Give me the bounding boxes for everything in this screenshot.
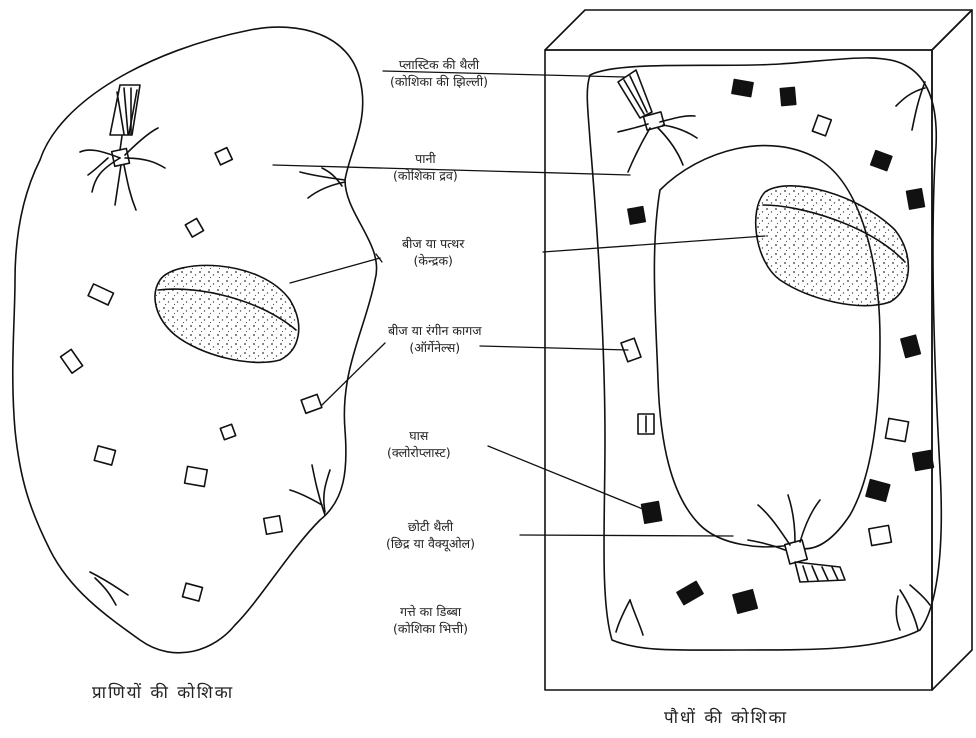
caption-plant-cell: पौधों की कोशिका [664, 705, 788, 728]
label-small-bag-line1: छोटी थैली [386, 518, 475, 535]
label-seed-line2: (केन्द्रक) [402, 252, 464, 269]
plant-nucleus [756, 186, 909, 306]
caption-animal-cell: प्राणियों की कोशिका [92, 680, 234, 703]
label-colored-paper-line1: बीज या रंगीन कागज [388, 322, 482, 339]
label-small-bag: छोटी थैली (छिद्र या वैक्यूओल) [386, 518, 475, 552]
label-colored-paper-line2: (ऑर्गेनेल्स) [388, 339, 482, 356]
label-grass: घास (क्लोरोप्लास्ट) [387, 427, 451, 461]
label-seed-line1: बीज या पत्थर [402, 235, 464, 252]
label-plastic-bag-line1: प्लास्टिक की थैली [390, 56, 488, 73]
label-water-line2: (कोशिका द्रव) [393, 167, 458, 184]
label-colored-paper: बीज या रंगीन कागज (ऑर्गेनेल्स) [388, 322, 482, 356]
label-plastic-bag: प्लास्टिक की थैली (कोशिका की झिल्ली) [390, 56, 488, 90]
label-water-line1: पानी [393, 150, 458, 167]
plant-bag-knot [618, 70, 697, 172]
plant-organelles [621, 115, 909, 546]
animal-bag-knot [80, 85, 165, 210]
label-seed: बीज या पत्थर (केन्द्रक) [402, 235, 464, 269]
label-box-line1: गत्ते का डिब्बा [393, 603, 468, 620]
label-box: गत्ते का डिब्बा (कोशिका भित्ती) [393, 603, 468, 637]
label-water: पानी (कोशिका द्रव) [393, 150, 458, 184]
label-grass-line2: (क्लोरोप्लास्ट) [387, 444, 451, 461]
animal-organelles [61, 148, 322, 601]
label-small-bag-line2: (छिद्र या वैक्यूओल) [386, 535, 475, 552]
label-plastic-bag-line2: (कोशिका की झिल्ली) [390, 73, 488, 90]
label-grass-line1: घास [387, 427, 451, 444]
animal-membrane-creases [90, 168, 345, 605]
leader-lines [273, 71, 765, 536]
label-box-line2: (कोशिका भित्ती) [393, 620, 468, 637]
animal-nucleus [155, 265, 299, 362]
